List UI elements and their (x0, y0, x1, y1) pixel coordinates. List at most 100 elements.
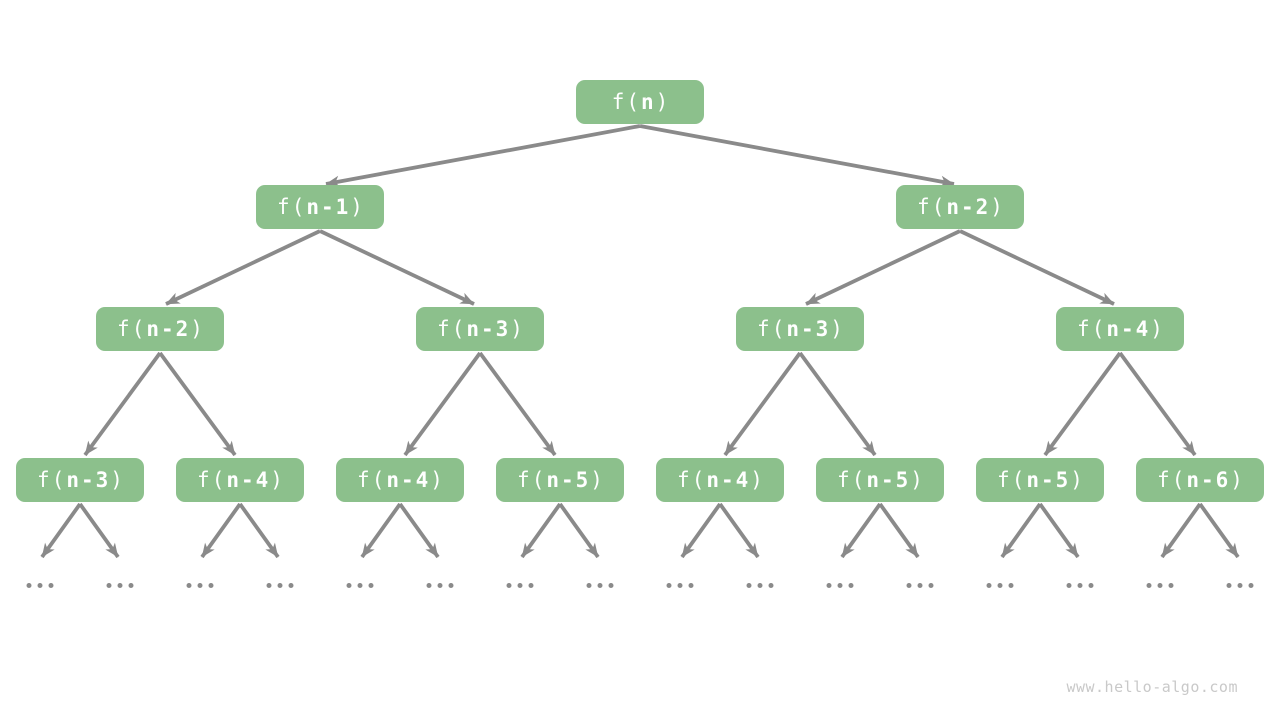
node-label-part: ) (430, 468, 445, 492)
tree-edge-arrow (639, 124, 955, 188)
ellipsis-dots (666, 582, 694, 588)
ellipsis-dot (266, 582, 272, 588)
node-label-part: ) (655, 90, 671, 114)
ellipsis-dots (426, 582, 454, 588)
ellipsis-dots (1226, 582, 1254, 588)
node-label-arg: n-3 (466, 317, 511, 341)
tree-node: f(n-6) (1136, 458, 1264, 502)
tree-edge-arrow (520, 502, 562, 559)
node-label-part: f( (917, 195, 947, 219)
node-label-arg: n-2 (146, 317, 191, 341)
ellipsis-dot (186, 582, 192, 588)
tree-node: f(n-4) (1056, 307, 1184, 351)
ellipsis-dot (277, 582, 283, 588)
ellipsis-dot (448, 582, 454, 588)
ellipsis-dot (928, 582, 934, 588)
tree-node: f(n-4) (656, 458, 784, 502)
ellipsis-dot (837, 582, 843, 588)
node-label-part: ) (1070, 468, 1085, 492)
ellipsis-dots (746, 582, 774, 588)
node-label-arg: n-6 (1186, 468, 1231, 492)
tree-edge-arrow (165, 229, 321, 306)
tree-edge-arrow (558, 502, 600, 559)
node-label-part: ) (110, 468, 125, 492)
node-label-arg: n-3 (66, 468, 111, 492)
ellipsis-dots (1066, 582, 1094, 588)
node-label-part: f( (37, 468, 67, 492)
node-label-arg: n-5 (866, 468, 911, 492)
tree-node: f(n-3) (16, 458, 144, 502)
tree-node: f(n-5) (816, 458, 944, 502)
tree-edge-arrow (718, 502, 760, 559)
tree-node: f(n-2) (896, 185, 1024, 229)
tree-edge-arrow (1160, 502, 1202, 559)
tree-node: f(n-2) (96, 307, 224, 351)
node-label-part: f( (1157, 468, 1187, 492)
ellipsis-dot (997, 582, 1003, 588)
node-label-arg: n-2 (946, 195, 991, 219)
ellipsis-dots (1146, 582, 1174, 588)
ellipsis-dot (37, 582, 43, 588)
tree-edge-arrow (83, 351, 162, 457)
tree-node: f(n-3) (736, 307, 864, 351)
tree-node: f(n-4) (336, 458, 464, 502)
node-label-part: f( (757, 317, 787, 341)
ellipsis-dots (106, 582, 134, 588)
watermark-text: www.hello-algo.com (1066, 678, 1238, 696)
ellipsis-dot (757, 582, 763, 588)
node-label-part: ) (990, 195, 1005, 219)
ellipsis-dots (266, 582, 294, 588)
ellipsis-dot (1146, 582, 1152, 588)
ellipsis-dot (666, 582, 672, 588)
node-label-arg: n-5 (546, 468, 591, 492)
tree-edge-arrow (959, 229, 1115, 306)
ellipsis-dots (506, 582, 534, 588)
tree-edge-arrow (840, 502, 882, 559)
node-label-arg: n-5 (1026, 468, 1071, 492)
ellipsis-dot (1088, 582, 1094, 588)
tree-edge-arrow (403, 351, 482, 457)
node-label-part: f( (357, 468, 387, 492)
ellipsis-dot (1226, 582, 1232, 588)
tree-edge-arrow (158, 351, 237, 457)
node-label-part: ) (510, 317, 525, 341)
node-label-arg: n-1 (306, 195, 351, 219)
ellipsis-dot (688, 582, 694, 588)
ellipsis-dot (117, 582, 123, 588)
ellipsis-dot (848, 582, 854, 588)
ellipsis-dot (208, 582, 214, 588)
node-label-part: f( (837, 468, 867, 492)
ellipsis-dot (106, 582, 112, 588)
ellipsis-dot (586, 582, 592, 588)
ellipsis-dot (906, 582, 912, 588)
node-label-arg: n-3 (786, 317, 831, 341)
ellipsis-dot (288, 582, 294, 588)
node-label-arg: n-4 (1106, 317, 1151, 341)
ellipsis-dot (128, 582, 134, 588)
node-label-part: f( (277, 195, 307, 219)
node-label-part: f( (437, 317, 467, 341)
ellipsis-dots (186, 582, 214, 588)
ellipsis-dot (426, 582, 432, 588)
ellipsis-dot (48, 582, 54, 588)
node-label-part: f( (197, 468, 227, 492)
tree-edge-arrow (78, 502, 120, 559)
tree-node: f(n-4) (176, 458, 304, 502)
ellipsis-dot (986, 582, 992, 588)
tree-edge-arrow (723, 351, 802, 457)
node-label-part: ) (830, 317, 845, 341)
tree-edge-arrow (805, 229, 961, 306)
tree-edge-arrow (319, 229, 475, 306)
ellipsis-dot (677, 582, 683, 588)
ellipsis-dot (1077, 582, 1083, 588)
ellipsis-dot (746, 582, 752, 588)
node-label-part: ) (750, 468, 765, 492)
ellipsis-dot (346, 582, 352, 588)
ellipsis-dot (597, 582, 603, 588)
tree-edge-arrow (1043, 351, 1122, 457)
ellipsis-dot (26, 582, 32, 588)
node-label-part: ) (1150, 317, 1165, 341)
ellipsis-dot (357, 582, 363, 588)
node-label-part: ) (590, 468, 605, 492)
tree-edge-arrow (1038, 502, 1080, 559)
